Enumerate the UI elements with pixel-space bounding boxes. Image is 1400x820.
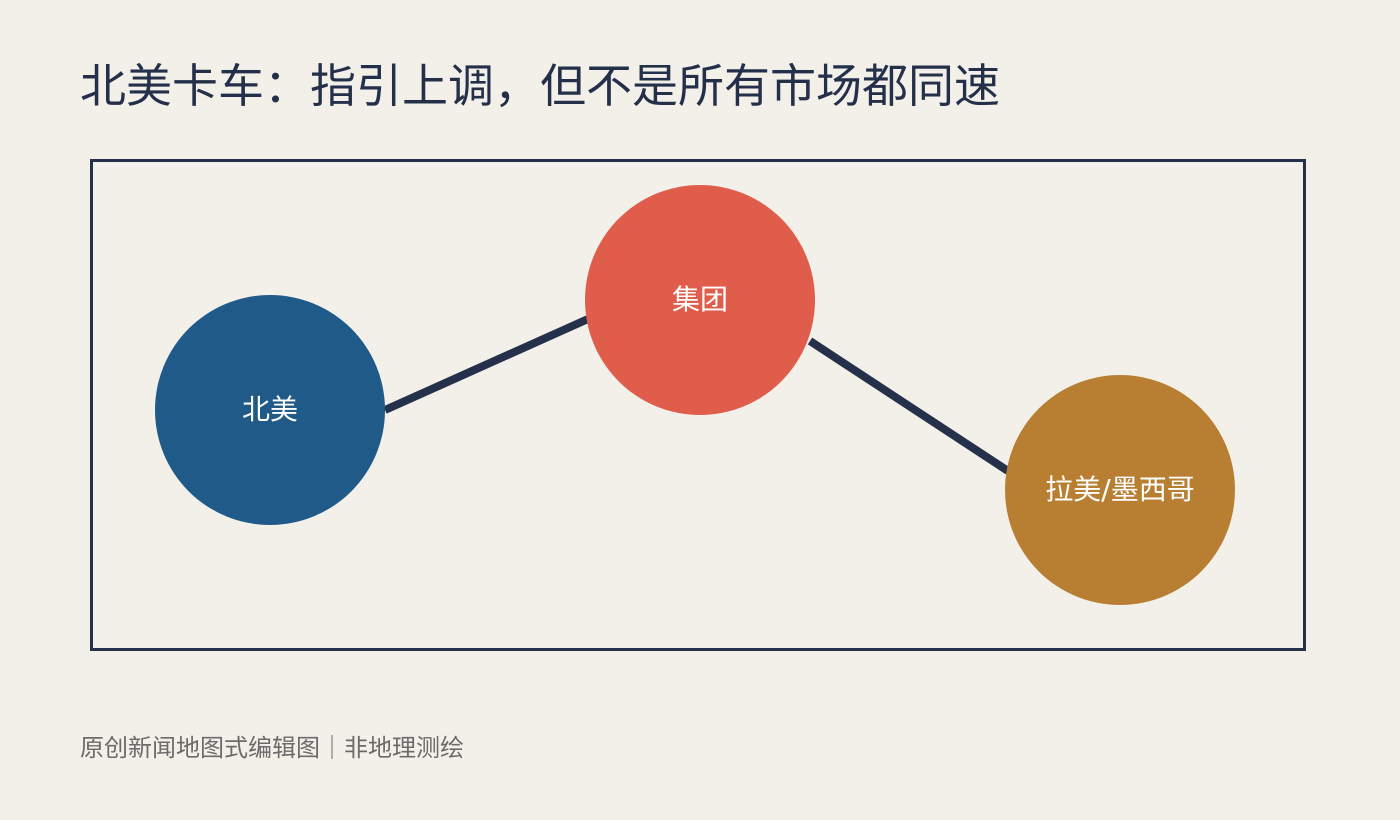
footer-note: 原创新闻地图式编辑图｜非地理测绘 (80, 734, 464, 762)
page-title: 北美卡车：指引上调，但不是所有市场都同速 (80, 59, 1000, 113)
diagram-frame (90, 159, 1306, 651)
